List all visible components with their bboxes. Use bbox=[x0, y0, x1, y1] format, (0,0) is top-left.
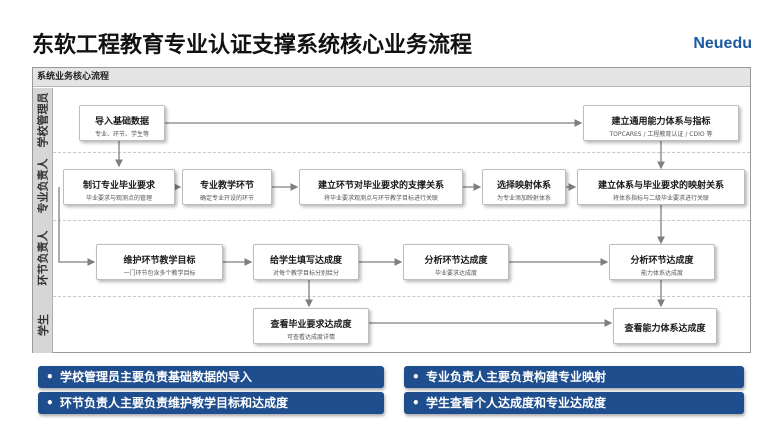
node-set-graduation-requirements: 制订专业毕业要求 毕业要求与观测点的管理 bbox=[63, 169, 175, 205]
node-analyze-link-achievement: 分析环节达成度 毕业要求达成度 bbox=[403, 244, 509, 280]
summary-item-link-lead: •环节负责人主要负责维护教学目标和达成度 bbox=[38, 392, 384, 414]
lane-label-admin: 学校管理员 bbox=[33, 88, 53, 152]
page-title: 东软工程教育专业认证支撑系统核心业务流程 bbox=[32, 33, 473, 58]
panel-title: 系统业务核心流程 bbox=[33, 68, 750, 87]
node-maintain-teaching-goals: 维护环节教学目标 一门环节包含多个教学目标 bbox=[96, 244, 223, 280]
node-view-ability-achievement: 查看能力体系达成度 bbox=[613, 308, 717, 344]
node-fill-achievement: 给学生填写达成度 对每个教学目标分别给分 bbox=[253, 244, 359, 280]
node-system-requirement-mapping: 建立体系与毕业要求的映射关系 将体系指标与二级毕业要求进行关联 bbox=[577, 169, 745, 205]
node-view-requirement-achievement: 查看毕业要求达成度 可查看达成度详情 bbox=[253, 308, 369, 344]
lane-divider bbox=[53, 152, 750, 153]
node-import-data: 导入基础数据 专业、环节、学生等 bbox=[79, 105, 165, 141]
brand-logo: Neuedu bbox=[693, 35, 752, 52]
lane-label-link-lead: 环节负责人 bbox=[33, 220, 53, 296]
node-teaching-links: 专业教学环节 确定专业开设的环节 bbox=[182, 169, 272, 205]
flow-diagram-panel: 系统业务核心流程 学校管理员 专业负责人 环节负责人 学生 bbox=[32, 67, 751, 353]
lane-divider bbox=[53, 296, 750, 297]
node-choose-mapping-system: 选择映射体系 为专业添加映射体系 bbox=[482, 169, 566, 205]
lane-label-student: 学生 bbox=[33, 296, 53, 353]
summary-item-major-lead: •专业负责人主要负责构建专业映射 bbox=[404, 366, 744, 388]
node-analyze-ability-achievement: 分析环节达成度 能力体系达成度 bbox=[609, 244, 715, 280]
node-build-ability-system: 建立通用能力体系与指标 TOPCARES / 工程教育认证 / CDIO 等 bbox=[583, 105, 739, 141]
summary-item-student: •学生查看个人达成度和专业达成度 bbox=[404, 392, 744, 414]
node-support-relation: 建立环节对毕业要求的支撑关系 将毕业要求观测点与环节教学目标进行关联 bbox=[299, 169, 463, 205]
lane-divider bbox=[53, 220, 750, 221]
lane-label-major-lead: 专业负责人 bbox=[33, 152, 53, 220]
summary-item-admin: •学校管理员主要负责基础数据的导入 bbox=[38, 366, 384, 388]
